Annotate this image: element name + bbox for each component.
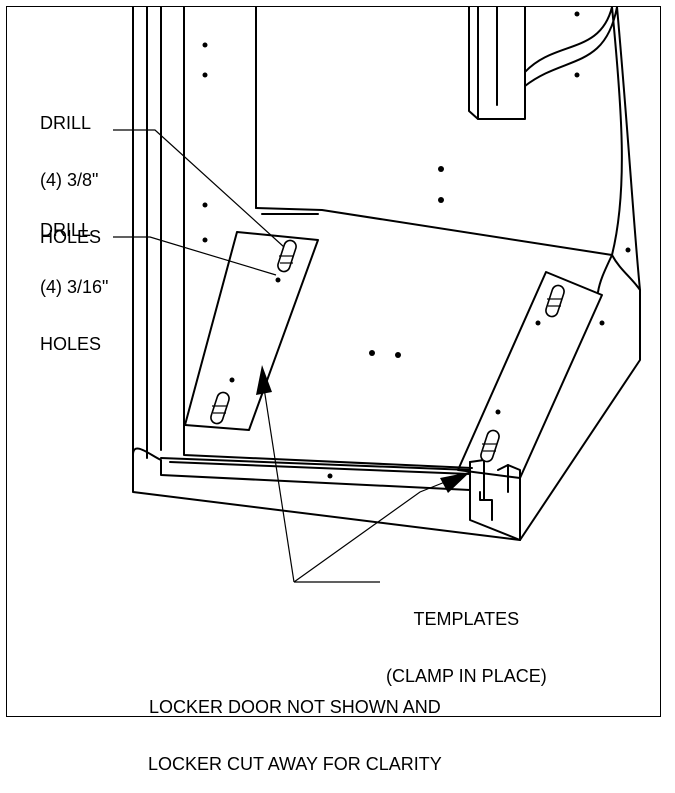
right-template xyxy=(457,271,603,479)
clarity-note: LOCKER DOOR NOT SHOWN AND LOCKER CUT AWA… xyxy=(148,660,442,793)
left-template xyxy=(184,231,319,431)
drill-small-line3: HOLES xyxy=(40,334,102,354)
left-side-wall xyxy=(132,6,257,471)
drill-small-holes-callout: DRILL (4) 3/16" HOLES xyxy=(40,183,108,373)
templates-line1: TEMPLATES xyxy=(413,609,520,629)
leader-lines xyxy=(113,129,471,583)
drill-small-line1: DRILL xyxy=(40,220,92,240)
back-wall xyxy=(255,11,613,256)
locker-floor xyxy=(183,254,613,479)
drill-large-line2: (4) 3/8" xyxy=(40,170,99,190)
drill-large-line3: HOLES xyxy=(40,227,102,247)
front-rail xyxy=(132,447,521,541)
templates-callout: TEMPLATES (CLAMP IN PLACE) xyxy=(386,572,547,705)
drill-small-line2: (4) 3/16" xyxy=(40,277,109,297)
drill-large-holes-callout: DRILL (4) 3/8" HOLES xyxy=(40,76,101,266)
locker-installation-drawing xyxy=(113,6,641,583)
drill-large-line1: DRILL xyxy=(40,113,92,133)
templates-line2: (CLAMP IN PLACE) xyxy=(386,666,547,686)
cutaway-right-wall xyxy=(468,6,641,541)
drawing-frame xyxy=(6,6,661,717)
note-line1: LOCKER DOOR NOT SHOWN AND xyxy=(149,697,441,717)
note-line2: LOCKER CUT AWAY FOR CLARITY xyxy=(148,754,442,774)
